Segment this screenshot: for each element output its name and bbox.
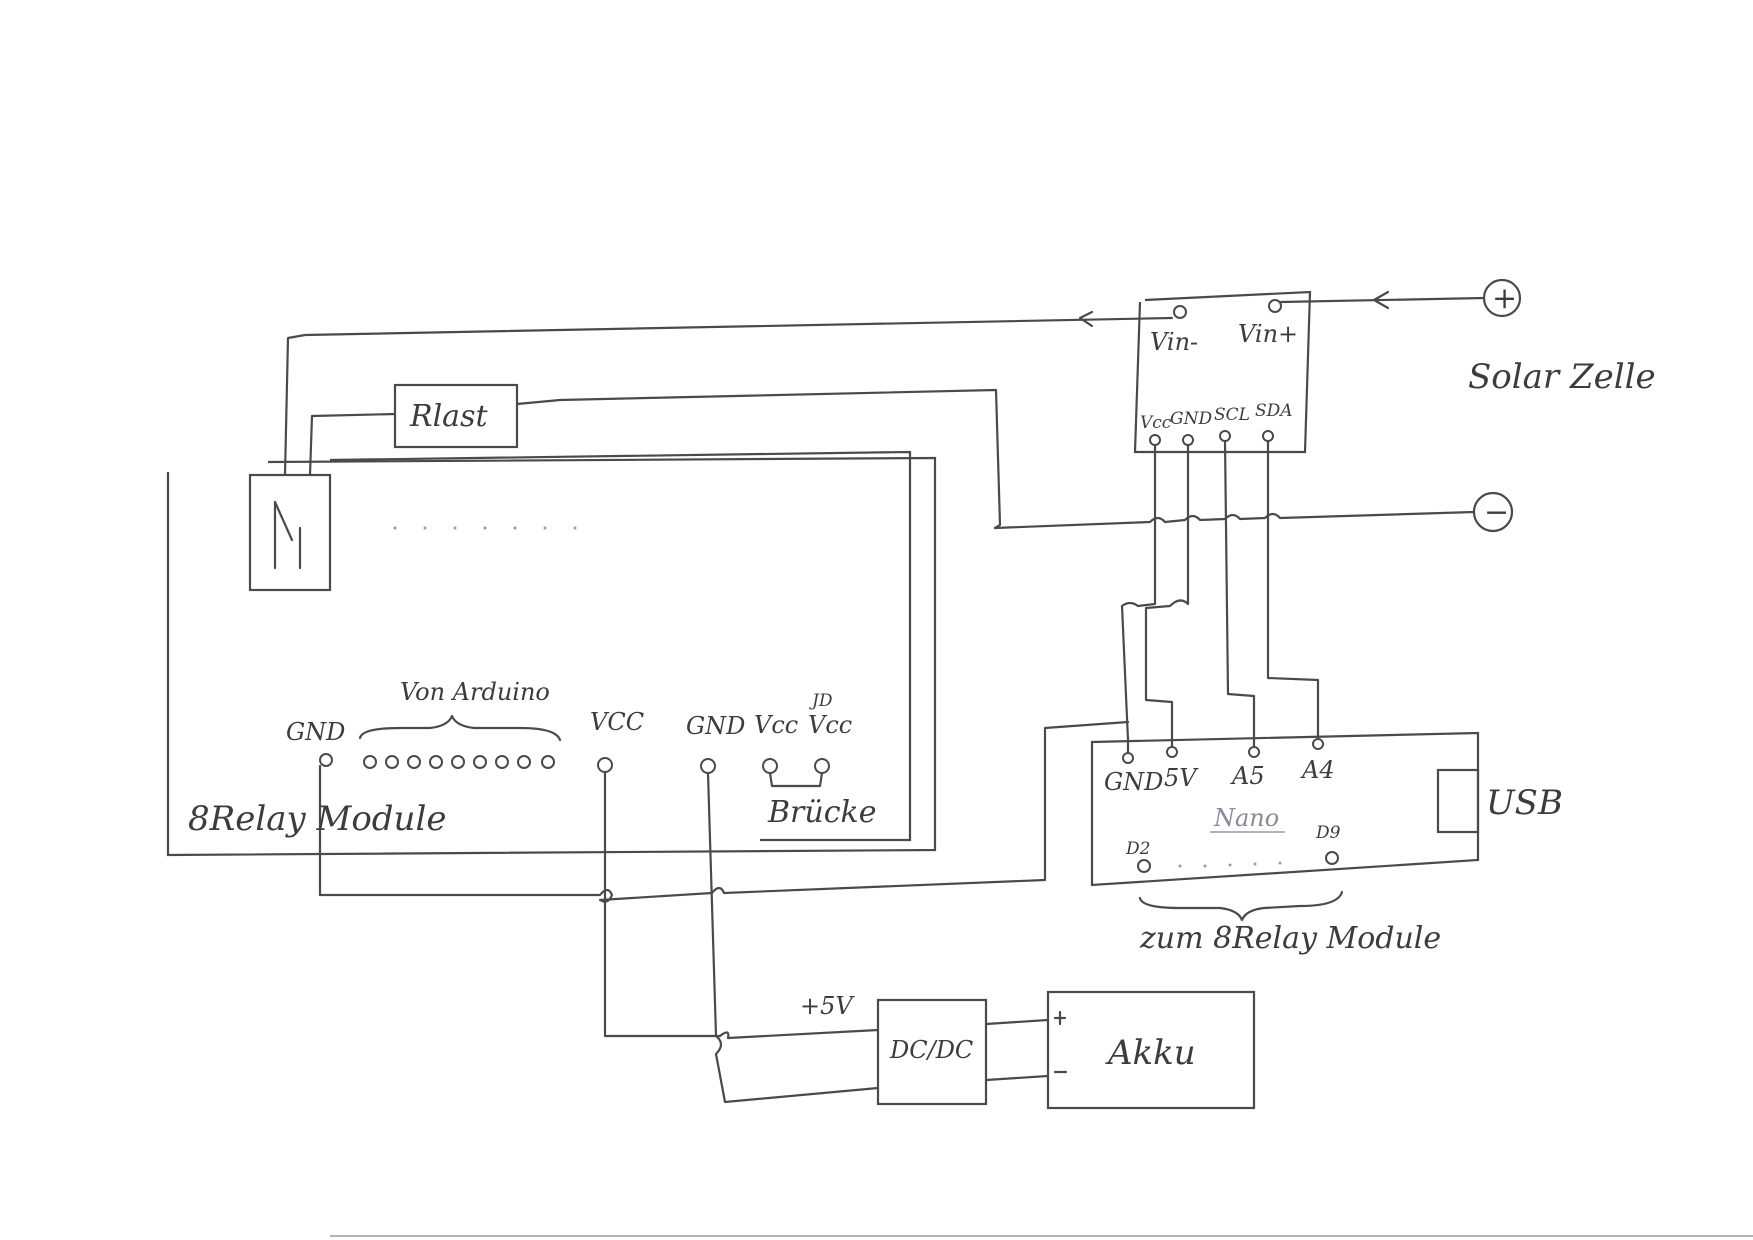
nano-gnd-label: GND <box>1104 768 1163 796</box>
wire-sensor-scl <box>1223 439 1256 749</box>
battery <box>1046 990 1256 1110</box>
relay-module <box>166 450 937 857</box>
sensor-pin-vin-plus <box>1268 299 1282 313</box>
relay-dots <box>393 526 577 530</box>
solar-cell-label: Solar Zelle <box>1468 357 1656 397</box>
nano-pin-d2 <box>1137 859 1151 873</box>
sensor-vin-plus-label: Vin+ <box>1238 320 1298 348</box>
battery-plus-marker <box>1053 1010 1067 1026</box>
dcdc-converter <box>876 998 988 1106</box>
sensor-pin-vin-minus <box>1173 305 1187 319</box>
wire-relay-vcc-to-dcdc <box>603 770 880 1040</box>
wire-arrow-vin-plus <box>1372 290 1390 310</box>
sensor-gnd-label: GND <box>1170 409 1212 429</box>
sensor-vin-minus-label: Vin- <box>1150 328 1198 356</box>
relay-vcc-label: VCC <box>590 708 644 736</box>
nano-a4-label: A4 <box>1300 756 1335 784</box>
wire-relay-gnd-to-dcdc <box>706 771 880 1104</box>
sensor-pin-scl <box>1219 430 1231 442</box>
wire-relay-to-rlast <box>308 412 397 477</box>
relay-jd-vcc-top-label: JD <box>809 691 833 711</box>
relay-module-outline <box>166 456 937 857</box>
relay-pin-vcc <box>597 757 613 773</box>
dcdc-to-battery-plus <box>984 1018 1050 1026</box>
nano-pin-dots <box>1178 861 1282 868</box>
dcdc-label: DC/DC <box>889 1036 973 1064</box>
relay-pin-gnd2 <box>700 758 716 774</box>
r-last-label: Rlast <box>409 399 488 434</box>
wire-vin-minus-to-relay <box>283 316 1174 477</box>
dcdc-to-battery-minus <box>984 1074 1050 1082</box>
usb-label: USB <box>1486 783 1563 823</box>
sensor-pin-sda <box>1262 430 1274 442</box>
to-relay-module-label: zum 8Relay Module <box>1139 921 1441 956</box>
relay-input-pins <box>363 755 555 769</box>
nano-pin-gnd <box>1122 752 1134 764</box>
solar-plus-label: + <box>1492 281 1517 316</box>
wire-arrow-vin-minus <box>1078 310 1094 328</box>
wire-solar-plus <box>1279 296 1486 304</box>
nano-d2-label: D2 <box>1125 839 1150 859</box>
nano-title-label: Nano <box>1213 804 1279 832</box>
wire-sensor-sda <box>1266 439 1320 741</box>
relay-vcc-jumper-label: Vcc <box>754 711 798 739</box>
wire-sensor-gnd <box>1144 443 1190 749</box>
relay-jd-vcc-bottom-label: Vcc <box>808 711 852 739</box>
from-arduino-label: Von Arduino <box>400 678 550 706</box>
wire-rlast-to-minus <box>515 388 1002 530</box>
relay-switch <box>248 473 332 592</box>
relay-module-label: 8Relay Module <box>188 799 446 839</box>
bridge-label: Brücke <box>767 795 876 830</box>
sensor-vcc-label: Vcc <box>1140 413 1172 433</box>
nano-pin-a4 <box>1312 738 1324 750</box>
relay-pin-gnd <box>319 753 333 767</box>
wire-sensor-vcc <box>1120 443 1157 755</box>
relay-gnd-right-label: GND <box>686 712 745 740</box>
sensor-pin-vcc <box>1149 434 1161 446</box>
relay-module-inner-outline <box>329 450 912 842</box>
relay-jumper-bridge <box>768 771 824 788</box>
arduino-nano <box>1090 731 1480 922</box>
solar-minus-label: − <box>1484 495 1509 530</box>
nano-pin-5v <box>1166 746 1178 758</box>
sensor-pin-gnd <box>1182 434 1194 446</box>
sensor-scl-label: SCL <box>1214 405 1250 425</box>
plus-5v-label: +5V <box>800 992 855 1020</box>
usb-port <box>1436 768 1480 834</box>
current-sensor-module <box>1133 290 1312 454</box>
nano-pin-brace <box>1138 890 1344 922</box>
battery-label: Akku <box>1105 1033 1196 1073</box>
nano-a5-label: A5 <box>1230 762 1265 790</box>
relay-input-brace <box>358 714 562 742</box>
nano-outline <box>1090 731 1480 887</box>
current-sensor-outline <box>1133 290 1312 454</box>
sensor-sda-label: SDA <box>1255 401 1293 421</box>
r-last-resistor <box>393 383 519 449</box>
relay-pin-vcc-jumper <box>762 758 778 774</box>
nano-5v-label: 5V <box>1164 764 1199 792</box>
relay-pin-jd-vcc <box>814 758 830 774</box>
nano-d9-label: D9 <box>1315 823 1341 843</box>
relay-switch-contact <box>273 500 302 570</box>
nano-pin-d9 <box>1325 851 1339 865</box>
wire-solar-minus <box>993 510 1476 530</box>
relay-gnd-left-label: GND <box>286 718 345 746</box>
nano-pin-a5 <box>1248 746 1260 758</box>
